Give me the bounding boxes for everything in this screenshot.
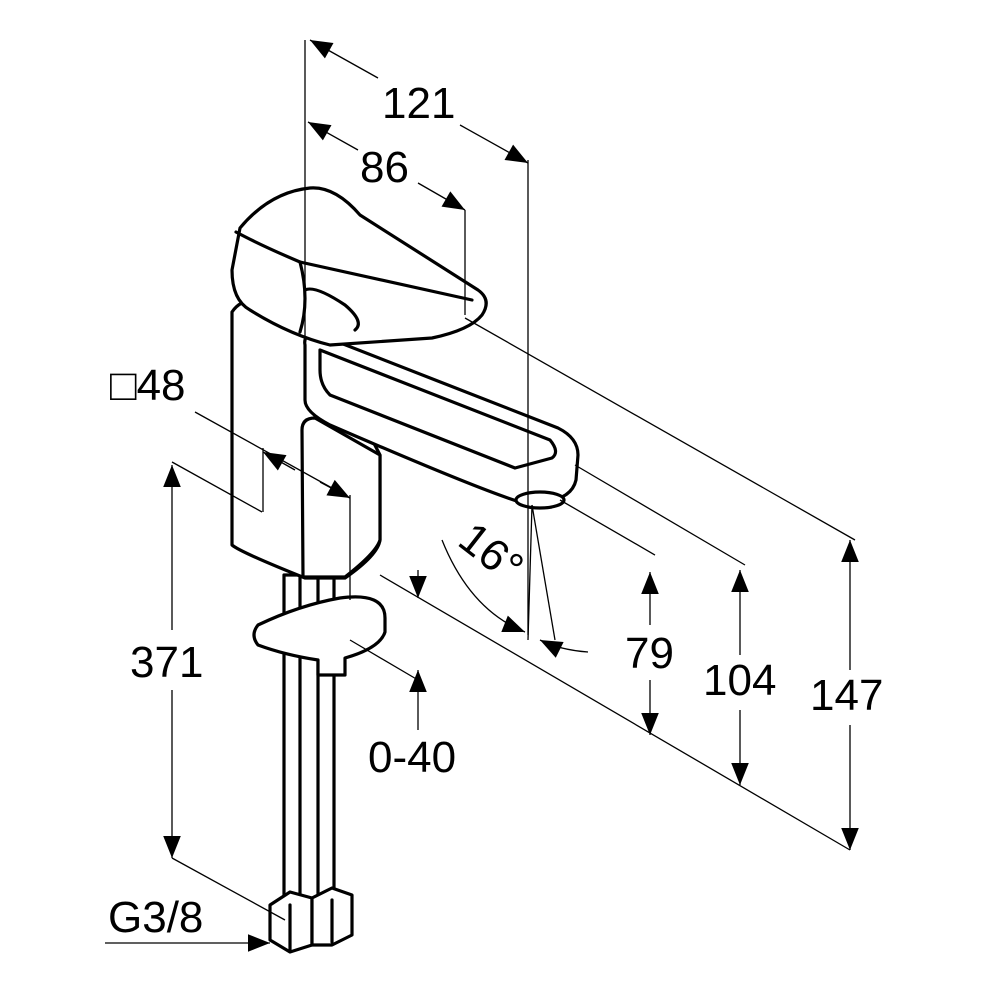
dim-0-40-label: 0-40 — [368, 733, 456, 782]
dim-371: 371 — [130, 461, 286, 921]
dim-121-label: 121 — [382, 79, 455, 128]
dim-g38: G3/8 — [105, 893, 270, 952]
connection-nuts — [268, 886, 354, 954]
mounting-clamp — [252, 595, 387, 677]
dim-16-deg: 16° — [441, 504, 589, 658]
dim-147-label: 147 — [810, 671, 883, 720]
aerator — [514, 490, 566, 510]
dim-121: 121 — [304, 39, 529, 635]
dim-79: 79 — [559, 499, 674, 735]
dim-371-label: 371 — [130, 638, 203, 687]
dim-147: 147 — [464, 317, 883, 850]
angle-label: 16° — [450, 513, 533, 593]
dim-79-label: 79 — [625, 629, 674, 678]
dim-104-label: 104 — [703, 656, 776, 705]
lever-handle — [230, 186, 488, 347]
dim-104: 104 — [574, 464, 776, 785]
dim-86: 86 — [307, 121, 466, 315]
dim-86-label: 86 — [360, 143, 409, 192]
dim-48: □48 — [110, 361, 351, 600]
dim-48-label: □48 — [110, 361, 186, 410]
thread-label: G3/8 — [108, 893, 203, 942]
dim-0-40: 0-40 — [349, 570, 851, 851]
